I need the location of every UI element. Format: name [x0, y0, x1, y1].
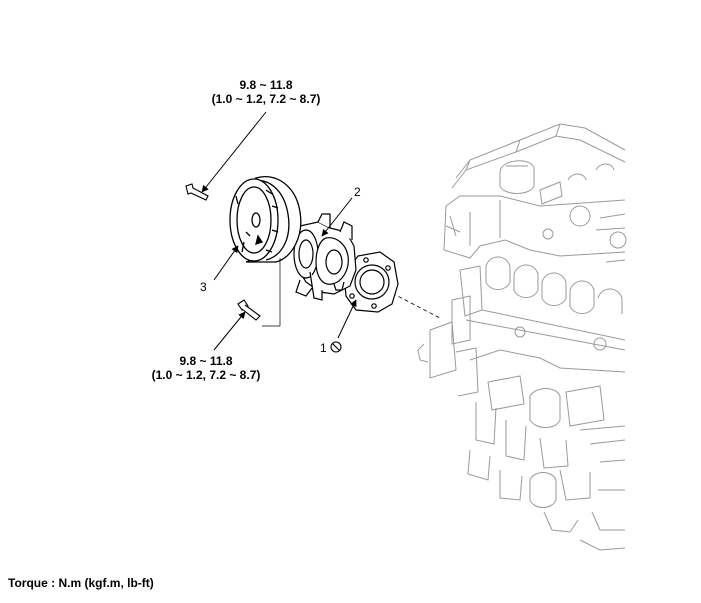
water-pump-pulley [229, 176, 302, 263]
torque-unit-note: Torque : N.m (kgf.m, lb-ft) [8, 576, 154, 590]
torque-arrow-lower [213, 311, 246, 351]
torque-spec-upper: 9.8 ~ 11.8 (1.0 ~ 1.2, 7.2 ~ 8.7) [198, 78, 334, 106]
gasket [343, 251, 399, 313]
torque-value-upper: 9.8 ~ 11.8 [239, 78, 293, 92]
callout-leader-1 [337, 299, 357, 339]
callout-3: 3 [200, 280, 207, 294]
no-reuse-icon [330, 341, 342, 353]
torque-conversion-lower: (1.0 ~ 1.2, 7.2 ~ 8.7) [151, 368, 261, 382]
callout-leader-3 [213, 245, 239, 281]
callout-2: 2 [354, 185, 361, 199]
torque-spec-lower: 9.8 ~ 11.8 (1.0 ~ 1.2, 7.2 ~ 8.7) [138, 354, 274, 382]
torque-arrow-upper [201, 111, 267, 193]
engine-block [417, 123, 627, 551]
pulley-bolt-upper [185, 183, 209, 201]
torque-conversion-upper: (1.0 ~ 1.2, 7.2 ~ 8.7) [211, 92, 321, 106]
water-pump [293, 213, 357, 301]
torque-value-lower: 9.8 ~ 11.8 [179, 354, 233, 368]
callout-leader-2 [321, 197, 353, 237]
pulley-bolt-lower [237, 299, 261, 321]
callout-1: 1 [320, 341, 327, 355]
